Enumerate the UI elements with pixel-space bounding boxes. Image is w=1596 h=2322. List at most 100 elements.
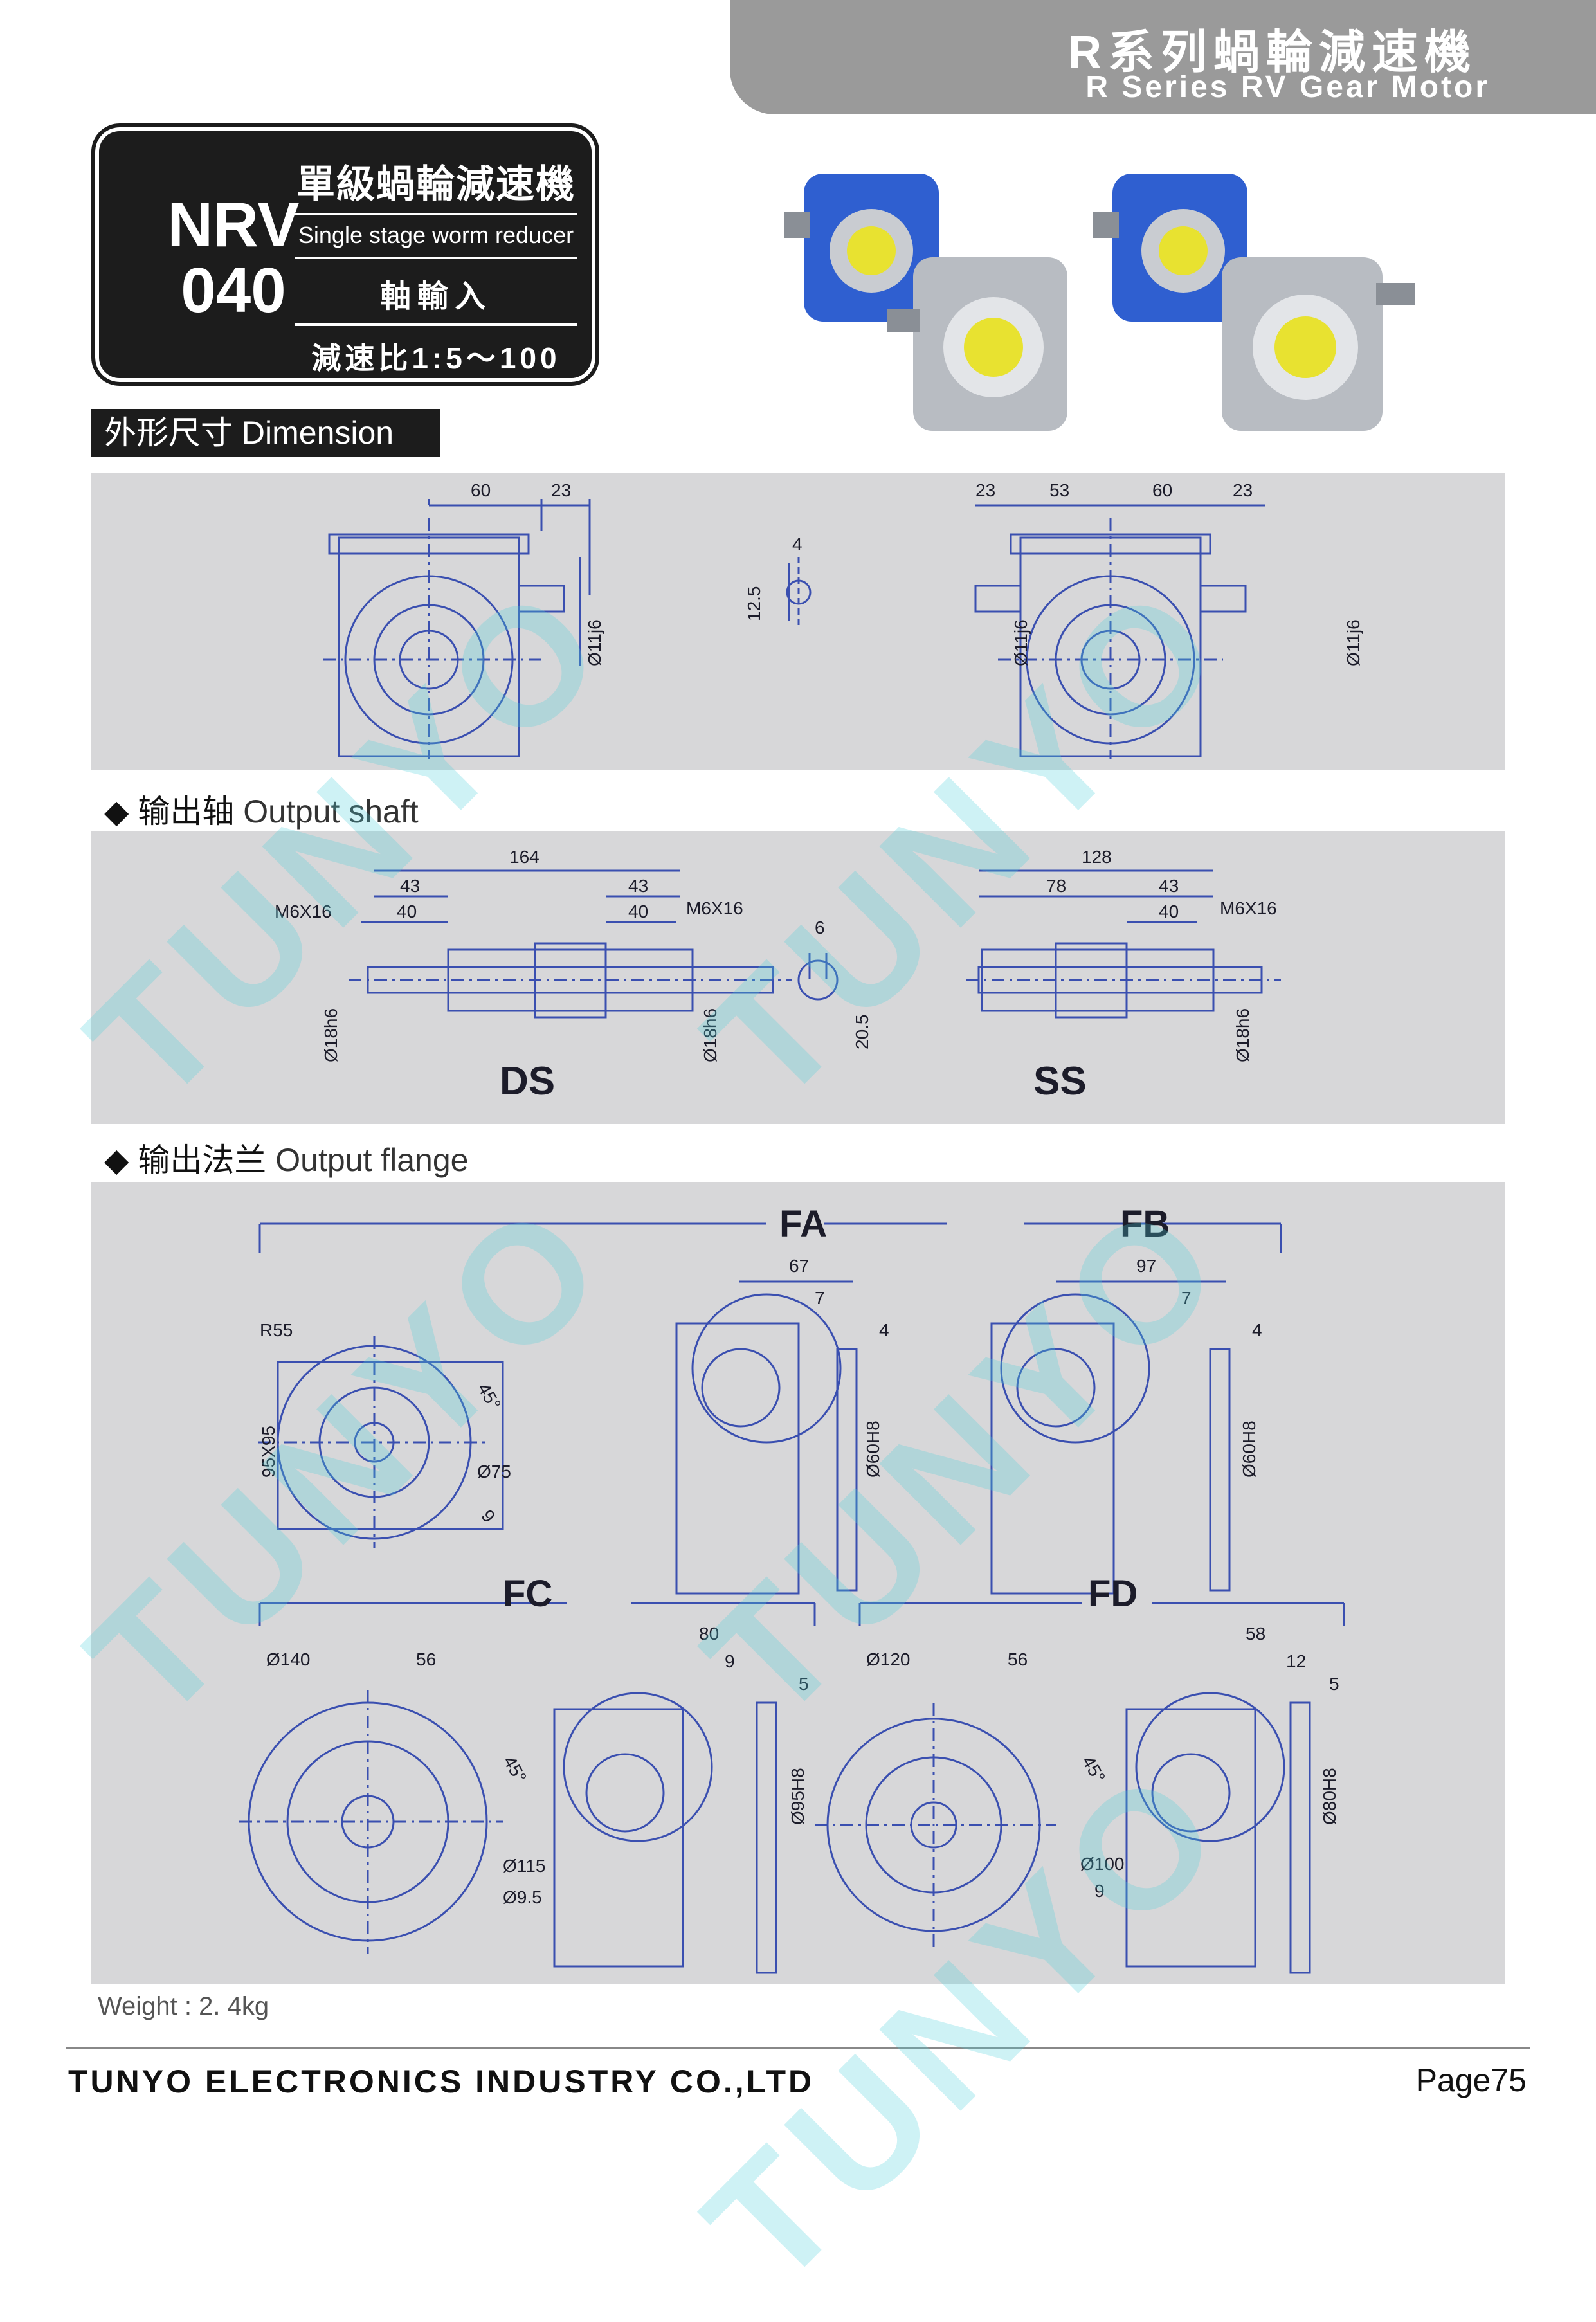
dim-ds164: 164 — [509, 847, 540, 867]
dim-ss128: 128 — [1082, 847, 1112, 867]
output-flange-drawing: FA FB R55 95X95 45° Ø75 9 67 7 4 Ø60H8 9… — [239, 1203, 1345, 1974]
dim-b53: 53 — [1049, 480, 1069, 500]
label-ds: DS — [500, 1059, 555, 1103]
dim-r55: R55 — [260, 1320, 293, 1340]
label-fd: FD — [1088, 1573, 1138, 1615]
dim-d11j6-mid: Ø11j6 — [1011, 619, 1031, 666]
dim-fa67: 67 — [789, 1256, 809, 1276]
dim-fc9: 9 — [725, 1651, 735, 1671]
motor-silver-right — [1222, 257, 1415, 431]
dimension-panel: 60 23 4 12.5 Ø11j6 23 53 60 23 Ø11j6 Ø11… — [91, 473, 1505, 770]
model-title-cn: 單級蝸輪減速機 — [295, 153, 577, 215]
product-photos — [784, 174, 1415, 431]
dim-a23: 23 — [551, 480, 571, 500]
dim-fd5: 5 — [1329, 1674, 1339, 1694]
page-label: Page — [1415, 2062, 1491, 2098]
dim-ss43: 43 — [1159, 876, 1179, 896]
output-flange-label-cn: ◆ 输出法兰 — [104, 1142, 267, 1178]
dim-ss40: 40 — [1159, 902, 1179, 921]
dim-d120: Ø120 — [866, 1649, 911, 1669]
dim-d9-5: Ø9.5 — [503, 1887, 542, 1907]
dim-ds43a: 43 — [400, 876, 420, 896]
dim-d115: Ø115 — [503, 1856, 545, 1876]
label-fc: FC — [503, 1573, 552, 1615]
dim-ss78: 78 — [1046, 876, 1066, 896]
model-ratio: 減速比1:5～100 — [311, 341, 561, 375]
dim-key12-5: 12.5 — [744, 586, 764, 622]
label-fa: FA — [779, 1203, 827, 1245]
dim-ds40b: 40 — [628, 902, 648, 921]
dim-d80h8: Ø80H8 — [1319, 1768, 1339, 1825]
header-title-en: R Series RV Gear Motor — [1085, 70, 1490, 104]
dim-m6x16-left: M6X16 — [275, 902, 332, 921]
page-number-value: 75 — [1491, 2062, 1527, 2098]
dim-d11j6-left: Ø11j6 — [585, 619, 604, 666]
dim-d11j6-right: Ø11j6 — [1343, 619, 1363, 666]
model-card: NRV 040 單級蝸輪減速機 Single stage worm reduce… — [91, 123, 599, 386]
dim-d140: Ø140 — [266, 1649, 311, 1669]
dim-fd12: 12 — [1286, 1651, 1306, 1671]
dim-fd56: 56 — [1008, 1649, 1028, 1669]
output-shaft-drawing: 164 43 43 40 40 M6X16 M6X16 Ø18h6 Ø18h6 … — [275, 847, 1281, 1103]
dim-d18h6-right: Ø18h6 — [1233, 1008, 1253, 1062]
model-input-type: 軸輸入 — [295, 259, 577, 326]
output-shaft-label-cn: ◆ 输出轴 — [104, 794, 235, 830]
dim-d100: Ø100 — [1080, 1854, 1125, 1874]
model-number: NRV 040 — [127, 192, 340, 323]
dim-fd9: 9 — [1094, 1881, 1105, 1901]
dim-a45-fa: 45° — [474, 1380, 505, 1413]
dimension-label: 外形尺寸 Dimension — [91, 409, 440, 457]
dim-a60: 60 — [471, 480, 491, 500]
dim-fb97: 97 — [1136, 1256, 1156, 1276]
motor-silver-left — [887, 257, 1067, 431]
dim-a45-fd: 45° — [1078, 1753, 1109, 1786]
dim-key20-5: 20.5 — [852, 1015, 872, 1050]
header-tab: R系列蝸輪減速機 R Series RV Gear Motor — [730, 0, 1596, 114]
dim-ds40a: 40 — [397, 902, 417, 921]
dim-fc80: 80 — [699, 1624, 719, 1644]
dim-sq95: 95X95 — [258, 1426, 278, 1478]
output-shaft-panel: 164 43 43 40 40 M6X16 M6X16 Ø18h6 Ø18h6 … — [91, 831, 1505, 1124]
output-shaft-heading: ◆ 输出轴 Output shaft — [104, 786, 419, 832]
label-ss: SS — [1033, 1059, 1087, 1103]
dim-d18h6-mid: Ø18h6 — [700, 1008, 720, 1062]
dim-key6: 6 — [815, 918, 825, 938]
dim-d18h6-left: Ø18h6 — [321, 1008, 341, 1062]
output-flange-panel: FA FB R55 95X95 45° Ø75 9 67 7 4 Ø60H8 9… — [91, 1182, 1505, 1984]
dim-b60: 60 — [1152, 480, 1172, 500]
dim-m6x16-right: M6X16 — [1220, 898, 1277, 918]
dim-fa7: 7 — [815, 1288, 825, 1308]
model-info: 單級蝸輪減速機 Single stage worm reducer 軸輸入 減速… — [295, 153, 577, 377]
output-flange-label-en: Output flange — [275, 1142, 469, 1178]
page-number: Page75 — [1416, 2062, 1527, 2099]
model-line2: 040 — [181, 255, 286, 325]
label-fb: FB — [1120, 1203, 1170, 1245]
dim-d60h8-fa: Ø60H8 — [863, 1420, 883, 1478]
company-name: TUNYO ELECTRONICS INDUSTRY CO.,LTD — [68, 2063, 815, 2100]
dim-d75: Ø75 — [477, 1462, 511, 1482]
dim-fb7: 7 — [1181, 1288, 1192, 1308]
dim-fb4: 4 — [1252, 1320, 1262, 1340]
dim-a45-fc: 45° — [500, 1753, 530, 1786]
dim-key4: 4 — [792, 534, 803, 554]
dimension-drawing: 60 23 4 12.5 Ø11j6 23 53 60 23 Ø11j6 Ø11… — [323, 480, 1363, 759]
dim-fd58: 58 — [1246, 1624, 1265, 1644]
dim-fc56: 56 — [416, 1649, 436, 1669]
motor-blue-right — [1093, 174, 1247, 322]
header-title-cn: R系列蝸輪減速機 — [1068, 27, 1477, 78]
dim-b23: 23 — [975, 480, 995, 500]
dim-ds43b: 43 — [628, 876, 648, 896]
dim-b23r: 23 — [1233, 480, 1253, 500]
dim-fa4: 4 — [879, 1320, 889, 1340]
model-subtitle-en: Single stage worm reducer — [295, 215, 577, 259]
dim-d60h8-fb: Ø60H8 — [1239, 1420, 1259, 1478]
footer-rule — [66, 2047, 1530, 2049]
dim-m6x16-mid: M6X16 — [686, 898, 743, 918]
weight-text: Weight : 2. 4kg — [98, 1992, 269, 2020]
model-line1: NRV — [167, 189, 300, 260]
dim-h9-fa: 9 — [477, 1506, 499, 1527]
dim-d95h8: Ø95H8 — [788, 1768, 808, 1825]
output-flange-heading: ◆ 输出法兰 Output flange — [104, 1134, 468, 1181]
dim-fc5: 5 — [799, 1674, 809, 1694]
output-shaft-label-en: Output shaft — [243, 794, 419, 830]
